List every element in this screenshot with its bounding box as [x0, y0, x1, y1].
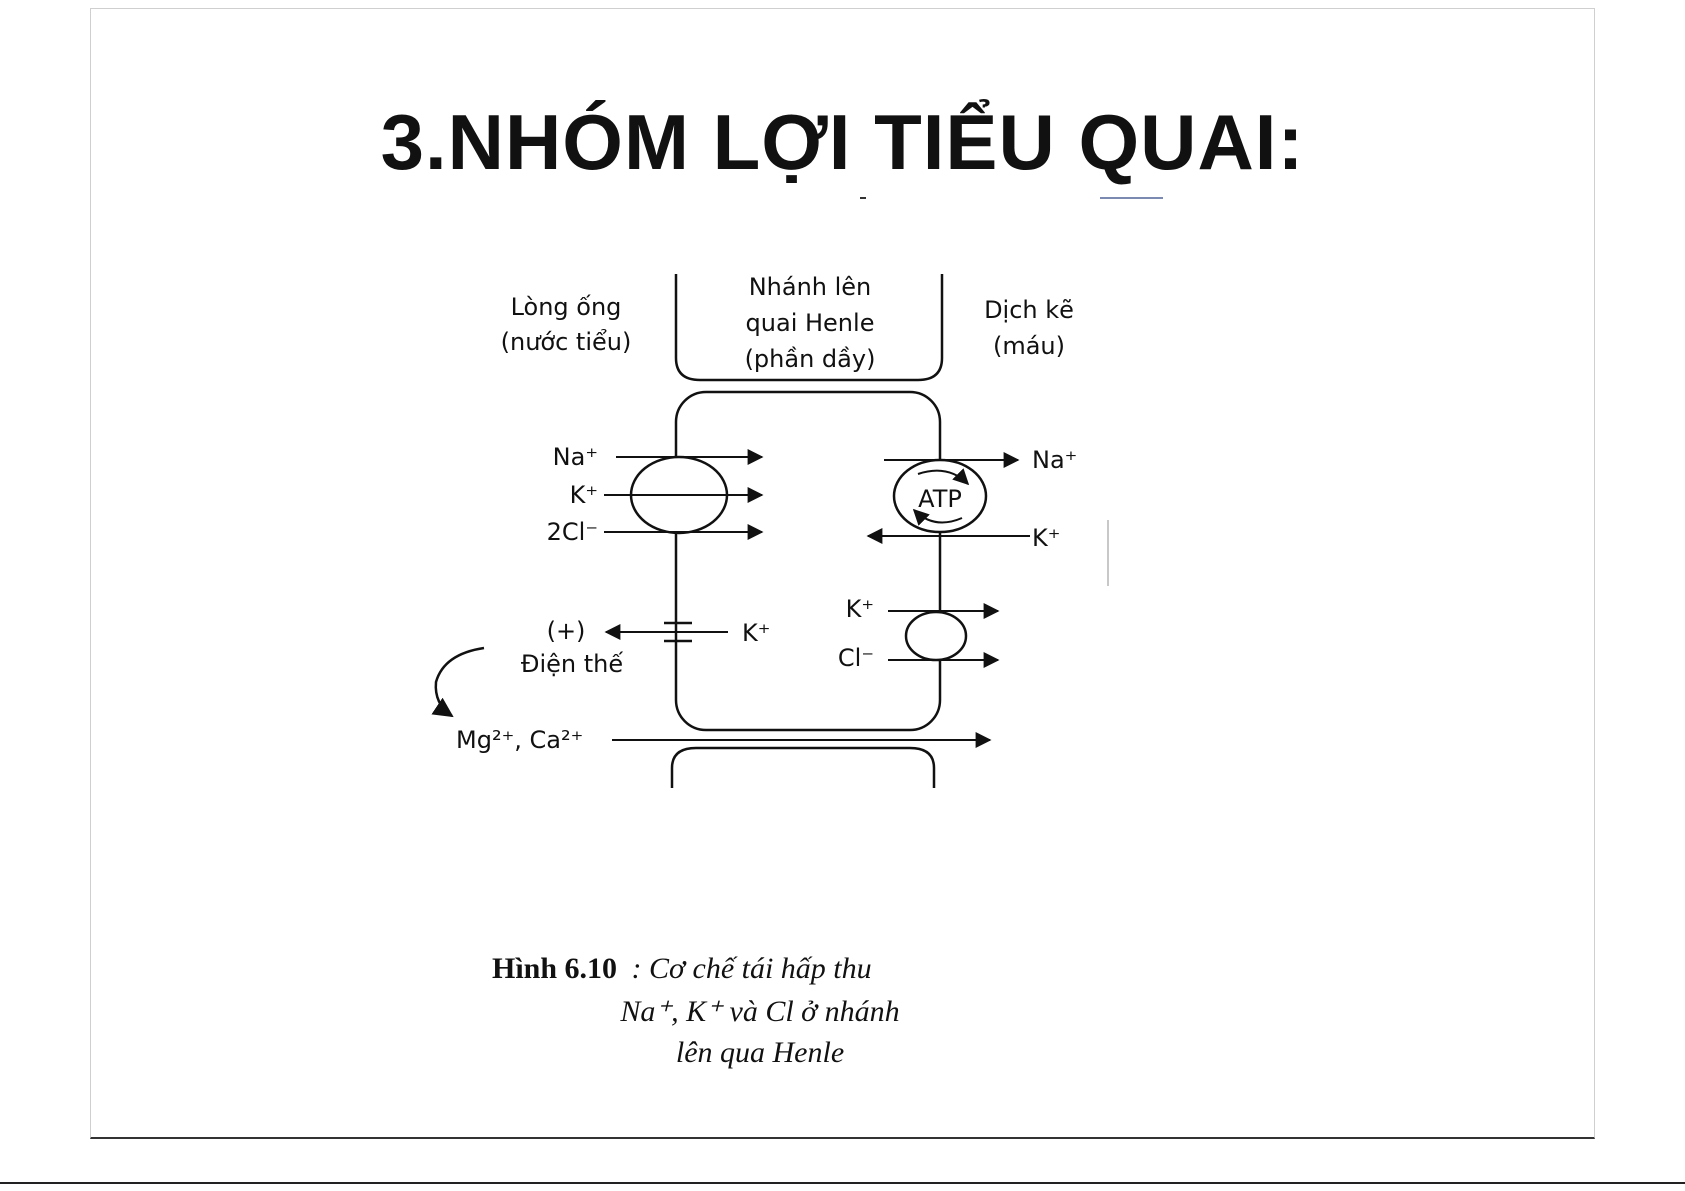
kcl-cotransporter	[906, 612, 966, 660]
lumen-sublabel: (nước tiểu)	[501, 328, 632, 356]
potential-label: Điện thế	[521, 650, 623, 678]
interstitial-label: Dịch kẽ	[984, 296, 1074, 324]
ion-k-baso: K⁺	[846, 595, 874, 623]
potential-sign: (+)	[547, 617, 586, 645]
caption-text-1: : Cơ chế tái hấp thu	[632, 952, 872, 985]
ion-k-channel: K⁺	[742, 619, 770, 647]
bottom-divider	[0, 1182, 1685, 1184]
main-cell-outline	[676, 392, 940, 730]
ion-mg-ca: Mg²⁺, Ca²⁺	[456, 726, 583, 754]
ion-k: K⁺	[570, 481, 598, 509]
lumen-label: Lòng ống	[511, 293, 622, 321]
center-label-2: quai Henle	[746, 309, 875, 337]
center-label-1: Nhánh lên	[749, 273, 872, 301]
figure-label: Hình 6.10	[492, 952, 617, 985]
bottom-cell-outline	[672, 748, 934, 788]
figure-caption-line1: Hình 6.10 : Cơ chế tái hấp thu	[492, 952, 872, 985]
ion-na-out: Na⁺	[1032, 446, 1077, 474]
atp-label: ATP	[918, 485, 962, 513]
ion-cl-baso: Cl⁻	[838, 644, 874, 672]
interstitial-sublabel: (máu)	[993, 332, 1065, 360]
potential-curve-arrow	[436, 648, 484, 716]
ion-k-pump: K⁺	[1032, 524, 1060, 552]
figure-caption-line3: lên qua Henle	[676, 1036, 844, 1069]
ion-na: Na⁺	[553, 443, 598, 471]
center-label-3: (phần dầy)	[745, 345, 876, 373]
ion-2cl: 2Cl⁻	[547, 518, 598, 546]
figure-caption-line2: Na⁺, K⁺ và Cl ở nhánh	[619, 995, 899, 1028]
